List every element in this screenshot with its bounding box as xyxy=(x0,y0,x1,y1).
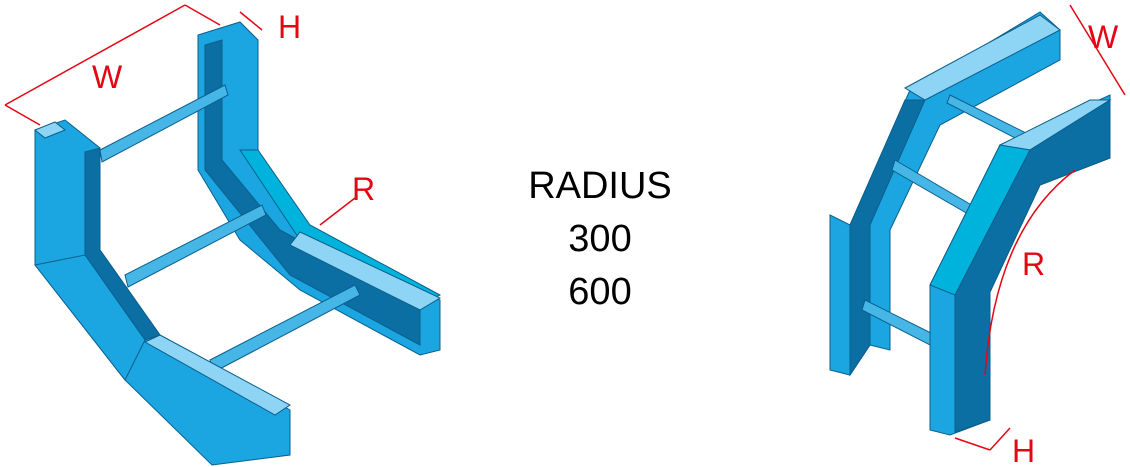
left-dimensions xyxy=(4,4,356,226)
left-width-label: W xyxy=(92,59,123,95)
outer-rail-lip xyxy=(34,121,66,139)
radius-value-300: 300 xyxy=(568,218,632,260)
height-dimension-line xyxy=(239,11,263,31)
right-radius-label: R xyxy=(1022,246,1045,282)
radius-arc xyxy=(984,169,1076,376)
horizontal-ladder-bend xyxy=(34,21,442,466)
radius-title: RADIUS xyxy=(528,165,672,207)
vertical-ladder-bend xyxy=(829,11,1112,436)
outer-rail-flange xyxy=(143,334,291,416)
rung xyxy=(209,284,361,373)
width-dimension-line xyxy=(1069,4,1126,96)
right-height-label: H xyxy=(1012,433,1035,467)
outer-rail-bend xyxy=(34,254,146,381)
width-dimension-line xyxy=(4,4,186,106)
left-height-label: H xyxy=(278,9,301,45)
radius-value-600: 600 xyxy=(568,271,632,313)
rung xyxy=(124,204,267,288)
right-dimensions xyxy=(954,4,1126,451)
right-width-label: W xyxy=(1088,19,1119,55)
inner-rail-flange xyxy=(289,231,442,311)
radius-caption: RADIUS 300 600 xyxy=(520,160,680,319)
height-dimension-line xyxy=(954,437,991,451)
left-radius-label: R xyxy=(352,171,375,207)
rung xyxy=(99,84,229,163)
back-rail-top xyxy=(903,14,1061,101)
radius-dimension-line xyxy=(319,197,356,226)
front-rail-side xyxy=(954,99,1111,433)
